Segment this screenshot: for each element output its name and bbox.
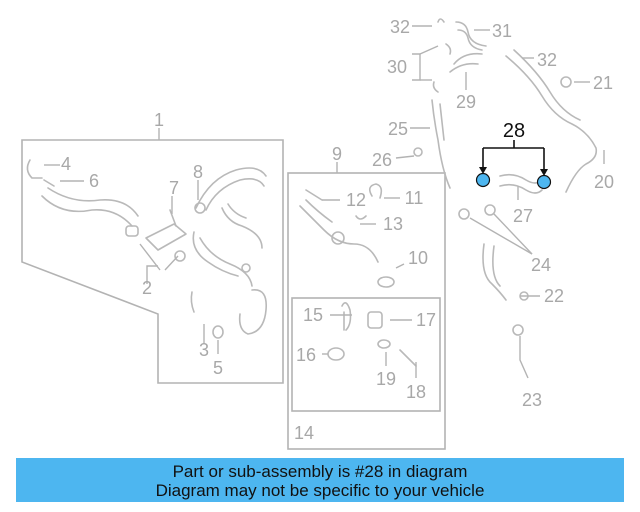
clamp-28-left (475, 172, 491, 188)
callout-22: 22 (544, 286, 564, 306)
callout-2: 2 (142, 278, 152, 298)
callout-21: 21 (593, 73, 613, 93)
leader-28 (479, 140, 548, 176)
callout-14: 14 (294, 423, 314, 443)
callout-1: 1 (154, 110, 164, 130)
group-9-outline (287, 172, 446, 450)
leader-lines (44, 25, 605, 379)
callout-3: 3 (199, 340, 209, 360)
callout-29: 29 (456, 92, 476, 112)
callout-11: 11 (405, 188, 424, 208)
callout-26: 26 (372, 150, 392, 170)
callout-25: 25 (388, 119, 408, 139)
callout-13: 13 (383, 214, 403, 234)
callout-20: 20 (594, 172, 614, 192)
banner-line-1: Part or sub-assembly is #28 in diagram (172, 462, 468, 481)
callout-16: 16 (296, 345, 316, 365)
callout-15: 15 (303, 305, 323, 325)
callout-28: 28 (503, 120, 525, 142)
callout-23: 23 (522, 390, 542, 410)
callout-17: 17 (416, 310, 436, 330)
clamp-28-right (536, 174, 552, 190)
callout-31: 31 (492, 21, 512, 41)
info-banner: Part or sub-assembly is #28 in diagram D… (16, 458, 624, 502)
callout-19: 19 (376, 369, 396, 389)
banner-line-2: Diagram may not be specific to your vehi… (155, 481, 485, 500)
callout-6: 6 (89, 171, 99, 191)
callout-30: 30 (387, 57, 407, 77)
callout-7: 7 (169, 178, 179, 198)
callout-32-right: 32 (537, 50, 557, 70)
callout-8: 8 (193, 162, 203, 182)
group-1-parts (26, 159, 268, 339)
callout-32-top: 32 (390, 17, 410, 37)
right-side-parts (413, 18, 598, 336)
callout-4: 4 (61, 154, 71, 174)
group-9-parts (299, 183, 417, 367)
callout-9: 9 (332, 144, 342, 164)
clamp-28-highlighted (475, 172, 552, 190)
group-14-outline (291, 297, 441, 412)
callout-18: 18 (406, 382, 426, 402)
group-1-outline (21, 139, 284, 384)
callout-5: 5 (213, 358, 223, 378)
callout-27: 27 (513, 206, 533, 226)
callout-12: 12 (346, 190, 366, 210)
callouts: 1 4 6 7 8 2 3 5 9 12 11 13 10 15 17 16 1… (61, 17, 614, 443)
callout-10: 10 (408, 248, 428, 268)
callout-24: 24 (531, 255, 551, 275)
